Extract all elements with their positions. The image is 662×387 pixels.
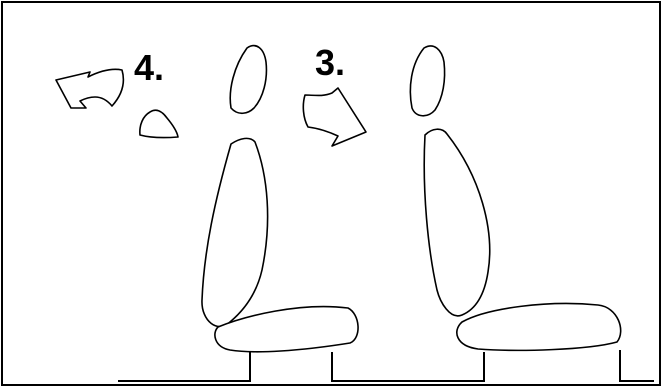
left-seat-headrest [229, 44, 268, 115]
seat-rail-baseline [118, 350, 654, 382]
curved-arrow-left-icon [55, 68, 125, 109]
removed-headrest-icon [139, 109, 179, 139]
left-seat-cushion [214, 305, 359, 353]
step-4-label: 4. [134, 47, 164, 88]
right-seat-backrest [423, 128, 491, 317]
left-seat-backrest [201, 137, 269, 328]
curved-arrow-down-right-icon [302, 87, 367, 147]
right-seat-headrest [409, 45, 446, 117]
step-3-label: 3. [315, 42, 345, 83]
right-seat-cushion [456, 302, 622, 352]
